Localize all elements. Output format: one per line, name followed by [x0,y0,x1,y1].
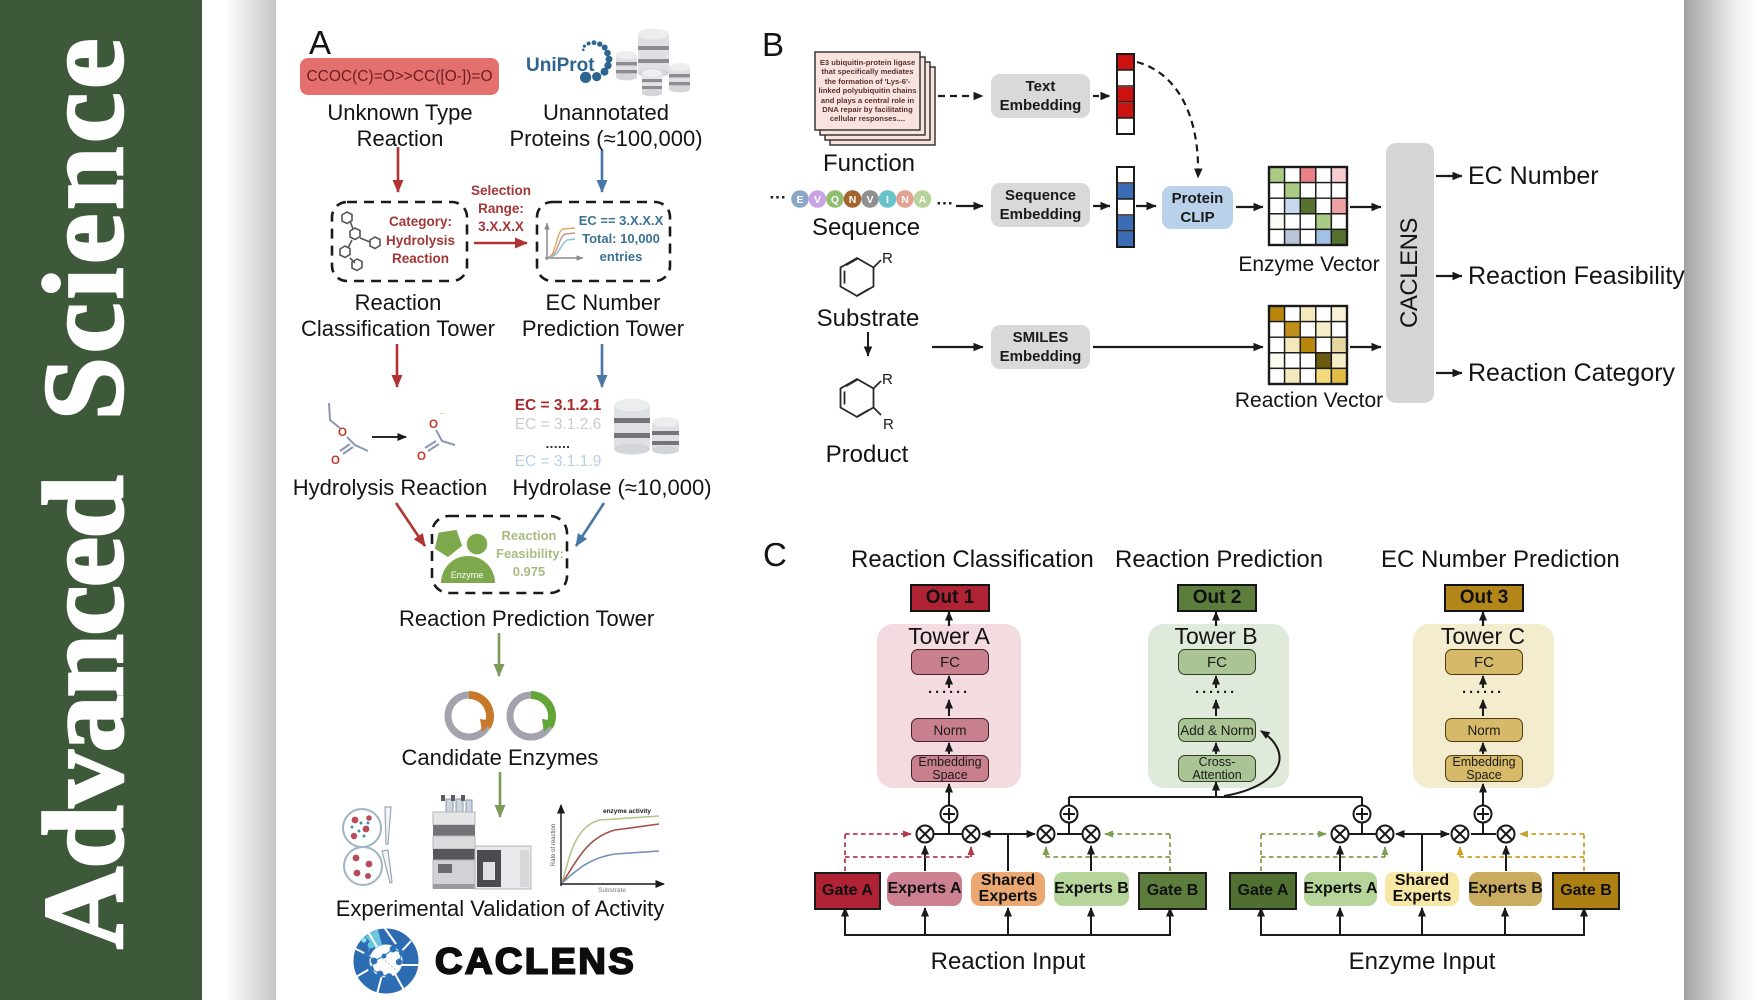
svg-text:Enzyme: Enzyme [451,570,484,580]
svg-text:R: R [883,416,894,433]
svg-text:O: O [417,451,426,463]
svg-text:V: V [866,194,873,206]
svg-text:V: V [814,194,821,206]
svg-text:A: A [919,194,927,206]
svg-text:······: ······ [1195,684,1237,701]
svg-text:¯: ¯ [439,412,446,422]
svg-text:E: E [796,194,803,206]
svg-text:Q: Q [831,194,839,206]
svg-text:O: O [331,455,340,467]
svg-text:Rate of reaction: Rate of reaction [551,824,557,866]
svg-text:R: R [882,250,893,267]
svg-text:···: ··· [770,188,787,207]
svg-text:enzyme activity: enzyme activity [603,808,651,815]
svg-text:N: N [901,194,909,206]
svg-text:······: ······ [928,684,970,701]
svg-text:Substrate: Substrate [598,887,626,894]
svg-text:O: O [338,427,347,439]
svg-text:R: R [882,371,893,388]
svg-text:N: N [849,194,857,206]
svg-text:···: ··· [937,194,954,213]
svg-text:O: O [429,419,438,431]
svg-text:I: I [886,194,889,206]
svg-text:······: ······ [1462,684,1504,701]
